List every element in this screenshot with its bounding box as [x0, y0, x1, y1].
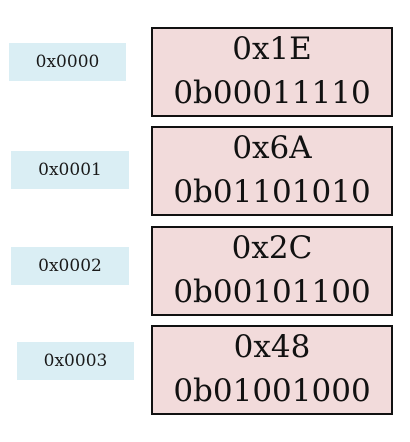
binary-value: 0b01101010	[173, 174, 371, 210]
memory-row: 0x0000 0x1E 0b00011110	[0, 27, 410, 119]
memory-row: 0x0001 0x6A 0b01101010	[0, 126, 410, 218]
hex-value: 0x48	[233, 329, 311, 365]
memory-row: 0x0003 0x48 0b01001000	[0, 325, 410, 417]
hex-value: 0x1E	[232, 31, 312, 67]
hex-value: 0x6A	[232, 130, 312, 166]
address-label: 0x0001	[11, 151, 129, 189]
address-label: 0x0002	[11, 247, 129, 285]
memory-cell: 0x1E 0b00011110	[151, 27, 393, 117]
binary-value: 0b00101100	[173, 274, 371, 310]
hex-value: 0x2C	[231, 230, 313, 266]
memory-row: 0x0002 0x2C 0b00101100	[0, 226, 410, 318]
address-label: 0x0003	[17, 342, 134, 380]
binary-value: 0b00011110	[173, 75, 371, 111]
binary-value: 0b01001000	[173, 373, 371, 409]
address-label: 0x0000	[9, 43, 126, 81]
memory-cell: 0x48 0b01001000	[151, 325, 393, 415]
memory-cell: 0x2C 0b00101100	[151, 226, 393, 316]
memory-cell: 0x6A 0b01101010	[151, 126, 393, 216]
